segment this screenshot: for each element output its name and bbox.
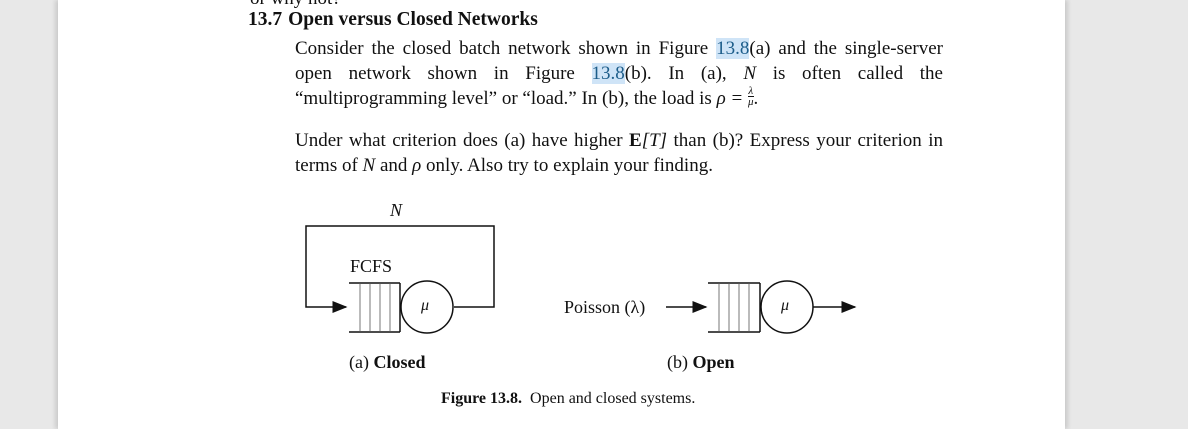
closed-queue-buffer: [349, 282, 401, 333]
arrival-process-label: Poisson (λ): [564, 297, 646, 317]
fraction-denominator: μ: [748, 96, 754, 109]
section-title: Open versus Closed Networks: [288, 9, 538, 30]
math-rho: ρ =: [716, 88, 749, 109]
figure-caption-text: Open and closed systems.: [530, 390, 696, 407]
fraction-numerator: λ: [748, 85, 754, 98]
queue-discipline-label: FCFS: [350, 256, 393, 276]
math-expectation: E: [629, 130, 642, 151]
caption-prefix: (a): [349, 352, 369, 372]
paragraph-2: Under what criterion does (a) have highe…: [295, 128, 943, 178]
previous-text-fragment: or why not?: [250, 0, 341, 10]
caption-bold: Open: [692, 352, 735, 372]
text: Consider the closed batch network shown …: [295, 38, 717, 59]
closed-server: [400, 280, 454, 334]
math-N: N: [743, 63, 757, 84]
closed-loop-path: [305, 225, 495, 313]
figure-caption-label: Figure 13.8.: [441, 390, 523, 407]
text: Under what criterion does (a) have highe…: [295, 130, 630, 151]
figure-reference-link[interactable]: 13.8: [716, 38, 750, 59]
math-T: [T]: [641, 130, 668, 151]
text: (b). In (a),: [624, 63, 744, 84]
document-page: [58, 0, 1065, 429]
open-server-rate: μ: [781, 297, 790, 314]
open-caption: (b) Open: [667, 352, 735, 373]
closed-caption: (a) Closed: [349, 352, 426, 373]
text: than (b)? Express your criterion in term…: [295, 130, 944, 176]
closed-server-rate: μ: [421, 297, 430, 314]
text: .: [753, 88, 759, 109]
text: (a) and the single-server open network s…: [295, 38, 944, 84]
text: is often called the “multiprogramming le…: [295, 63, 943, 109]
math-N: N: [362, 155, 376, 176]
math-rho: ρ: [412, 155, 422, 176]
text: only. Also try to explain your finding.: [421, 155, 713, 176]
paragraph-1: Consider the closed batch network shown …: [295, 36, 943, 111]
text: and: [375, 155, 413, 176]
closed-population-label: N: [390, 200, 403, 220]
caption-prefix: (b): [667, 352, 688, 372]
figure-caption: Figure 13.8. Open and closed systems.: [441, 390, 695, 408]
caption-bold: Closed: [373, 352, 426, 372]
section-number: 13.7: [248, 9, 283, 30]
figure-reference-link[interactable]: 13.8: [591, 63, 625, 84]
open-queue-buffer: [708, 282, 761, 333]
